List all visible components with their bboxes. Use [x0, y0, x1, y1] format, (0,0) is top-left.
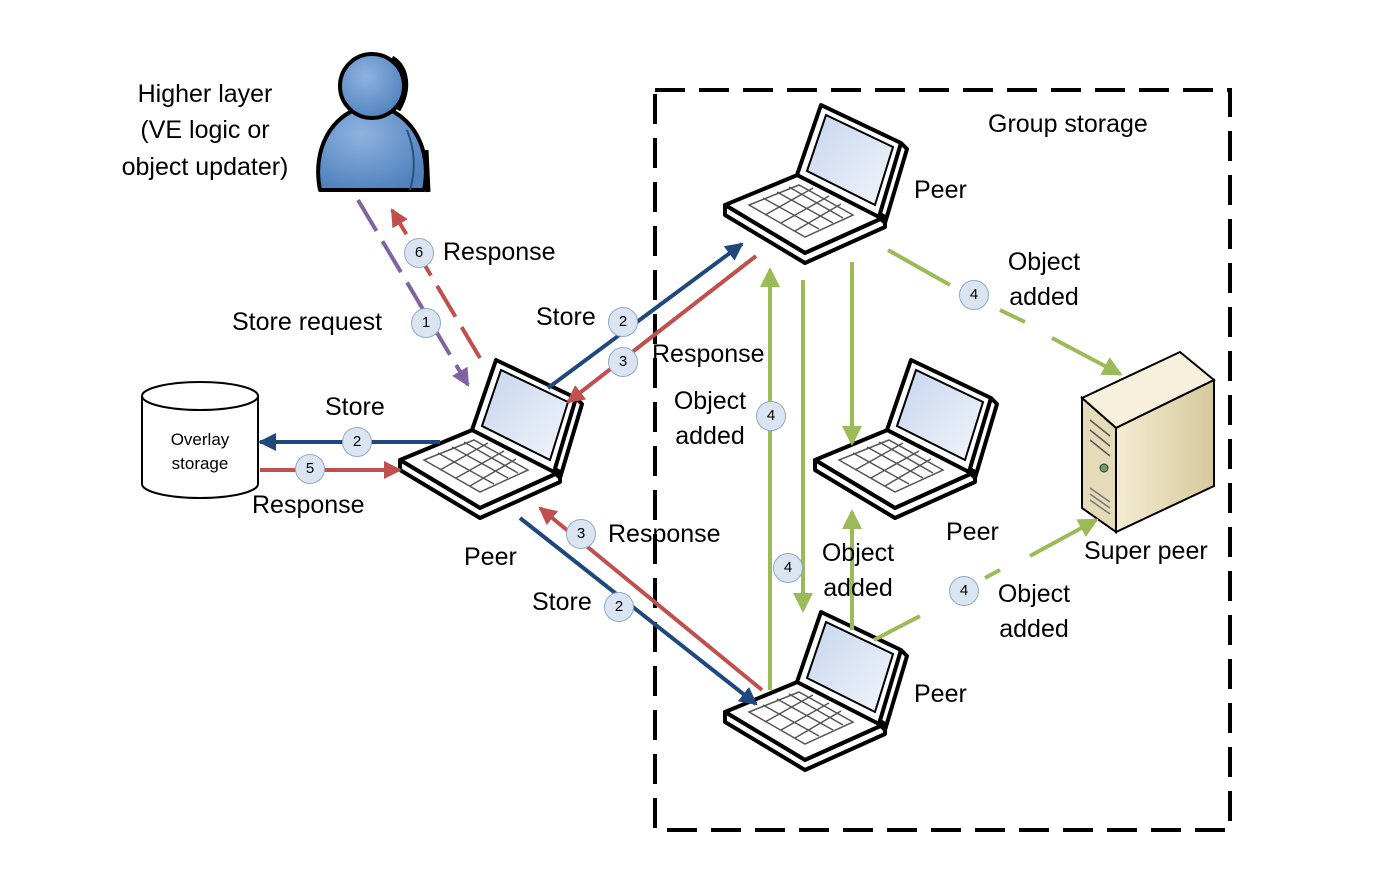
object-added-top-right-line-1: Object [1007, 248, 1081, 276]
peer-laptop-top [723, 103, 909, 265]
step-badge-3-top: 3 [608, 347, 638, 377]
user-icon [316, 52, 431, 193]
step-badge-6: 6 [404, 238, 434, 268]
response-to-user-arrow [390, 208, 482, 360]
object-added-left-line-2: added [675, 422, 745, 450]
store-bottom-label: Store [532, 588, 592, 616]
group-storage-label: Group storage [988, 110, 1148, 138]
peer-top-label: Peer [914, 176, 967, 204]
peer-middle-label: Peer [946, 518, 999, 546]
step-badge-2-bottom: 2 [604, 592, 634, 622]
object-added-left-line-1: Object [673, 387, 747, 415]
store-top-label: Store [536, 303, 596, 331]
object-added-bottom-to-super-arrow [1029, 518, 1099, 558]
higher-layer-line-2: (VE logic or [140, 116, 270, 145]
response-to-user-label: Response [443, 238, 556, 266]
object-added-label-top-right: Object added [994, 245, 1094, 315]
higher-layer-line-3: object updater) [121, 152, 289, 181]
step-badge-3-bottom: 3 [566, 519, 596, 549]
peer-center-label: Peer [464, 543, 517, 571]
object-added-bottom-right-line-2: added [999, 615, 1069, 643]
overlay-storage-line-1: Overlay [170, 430, 230, 449]
store-request-label: Store request [232, 308, 383, 336]
object-added-bottom-to-super-line-a [873, 614, 921, 642]
object-added-bottom-to-super-line-b [984, 568, 1001, 580]
step-badge-4-bottom-right: 4 [949, 576, 979, 606]
object-added-bottom-right-line-1: Object [997, 580, 1071, 608]
super-peer-server-icon [1080, 350, 1216, 534]
step-badge-2-overlay: 2 [342, 427, 372, 457]
response-bottom-label: Response [608, 520, 721, 548]
overlay-storage-cylinder [141, 381, 259, 499]
object-added-middle-line-2: added [823, 574, 893, 602]
overlay-storage-line-2: storage [171, 453, 229, 473]
response-from-top-peer-arrow [566, 254, 758, 404]
peer-bottom-label: Peer [914, 680, 967, 708]
group-storage-boundary [653, 88, 1232, 832]
store-overlay-label: Store [325, 393, 385, 421]
peer-laptop-middle [813, 358, 999, 520]
response-top-label: Response [652, 340, 765, 368]
overlay-storage-label: Overlay storage [142, 428, 258, 476]
higher-layer-label: Higher layer (VE logic or object updater… [100, 76, 310, 185]
step-badge-1: 1 [411, 308, 441, 338]
object-added-top-to-super-line-a [887, 248, 951, 287]
object-added-label-middle: Object added [808, 536, 908, 606]
store-request-arrow [356, 198, 470, 387]
object-added-top-to-super-arrow [1051, 336, 1123, 376]
step-badge-4-left: 4 [756, 401, 786, 431]
overlay-response-label: Response [252, 491, 365, 519]
higher-layer-line-1: Higher layer [137, 80, 273, 108]
super-peer-label: Super peer [1084, 537, 1208, 565]
object-added-label-left: Object added [660, 384, 760, 454]
object-added-label-bottom-right: Object added [984, 577, 1084, 647]
step-badge-4-top-right: 4 [959, 280, 989, 310]
step-badge-4-middle: 4 [773, 553, 803, 583]
object-added-middle-line-1: Object [821, 539, 895, 567]
step-badge-2-top: 2 [608, 307, 638, 337]
store-to-top-peer-arrow [546, 242, 744, 390]
step-badge-5: 5 [295, 454, 325, 484]
object-added-top-to-super-line-b [999, 308, 1026, 324]
object-added-top-right-line-2: added [1009, 283, 1079, 311]
store-to-bottom-peer-arrow [518, 516, 758, 706]
